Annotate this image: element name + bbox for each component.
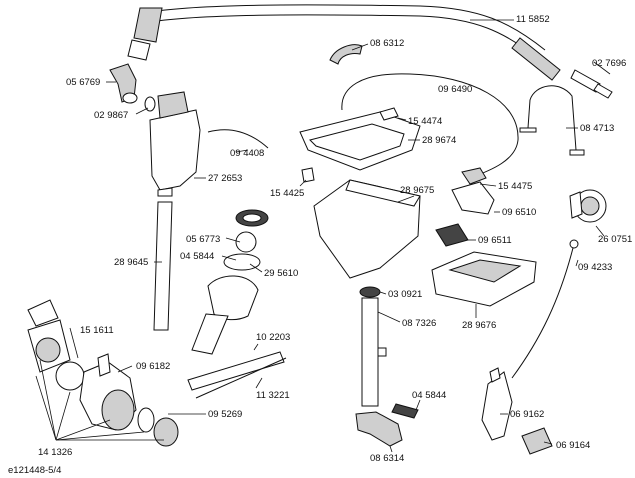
valve-15-4475 bbox=[461, 167, 487, 185]
label-11-3221: 11 3221 bbox=[256, 390, 290, 401]
hose-end-piece bbox=[570, 69, 613, 99]
label-09-4408: 09 4408 bbox=[230, 148, 264, 159]
label-28-9676: 28 9676 bbox=[462, 320, 496, 331]
label-15-4475: 15 4475 bbox=[498, 181, 532, 192]
label-05-6769: 05 6769 bbox=[66, 77, 100, 88]
label-02-9867: 02 9867 bbox=[94, 110, 128, 121]
label-11-5852: 11 5852 bbox=[516, 14, 550, 25]
label-26-0751: 26 0751 bbox=[598, 234, 632, 245]
part-06-9164 bbox=[521, 427, 553, 455]
detergent-drawer bbox=[431, 251, 537, 307]
label-08-6312: 08 6312 bbox=[370, 38, 404, 49]
label-09-6510: 09 6510 bbox=[502, 207, 536, 218]
hose-holder-bracket bbox=[519, 85, 585, 156]
bracket-09-6510 bbox=[451, 181, 495, 215]
part-labels: 11 5852 08 6312 02 7696 05 6769 09 6490 … bbox=[8, 14, 632, 476]
label-28-9645: 28 9645 bbox=[114, 257, 148, 268]
small-connector bbox=[569, 239, 579, 249]
label-15-1611: 15 1611 bbox=[80, 325, 114, 336]
label-09-6490: 09 6490 bbox=[438, 84, 472, 95]
clip-15-4474 bbox=[379, 107, 399, 121]
label-28-9675: 28 9675 bbox=[400, 185, 434, 196]
label-15-4425: 15 4425 bbox=[270, 188, 304, 199]
mounting-bracket bbox=[481, 367, 513, 441]
label-08-7326: 08 7326 bbox=[402, 318, 436, 329]
label-04-5844-upper: 04 5844 bbox=[180, 251, 214, 262]
label-10-2203: 10 2203 bbox=[256, 332, 290, 343]
label-09-6511: 09 6511 bbox=[478, 235, 512, 246]
hose-vertical bbox=[153, 201, 173, 331]
tube-09-4408 bbox=[207, 129, 269, 149]
label-08-4713: 08 4713 bbox=[580, 123, 614, 134]
pressure-switch bbox=[569, 189, 607, 223]
label-09-6182: 09 6182 bbox=[136, 361, 170, 372]
diagram-id: e121448-5/4 bbox=[8, 465, 61, 476]
label-05-6773: 05 6773 bbox=[186, 234, 220, 245]
pump-housing bbox=[27, 299, 179, 447]
label-03-0921: 03 0921 bbox=[388, 289, 422, 300]
dispenser-housing bbox=[313, 179, 421, 279]
dispenser-cover bbox=[299, 111, 421, 171]
drain-elbow bbox=[355, 403, 419, 447]
label-04-5844-lower: 04 5844 bbox=[412, 390, 446, 401]
clip-15-4425 bbox=[301, 167, 315, 183]
label-06-9162: 06 9162 bbox=[510, 409, 544, 420]
label-15-4474: 15 4474 bbox=[408, 116, 442, 127]
bellows-hose bbox=[191, 209, 269, 355]
part-09-6511 bbox=[435, 223, 469, 247]
label-27-2653: 27 2653 bbox=[208, 173, 242, 184]
hose-elbow bbox=[109, 63, 138, 104]
reservoir-tank bbox=[149, 91, 201, 197]
wire-11-3221 bbox=[195, 357, 287, 399]
sealing-ring bbox=[144, 96, 156, 112]
tube-09-4233 bbox=[511, 243, 575, 379]
label-08-6314: 08 6314 bbox=[370, 453, 404, 464]
thin-tube bbox=[341, 73, 519, 179]
drain-pipe-vertical bbox=[359, 286, 387, 407]
label-14-1326: 14 1326 bbox=[38, 447, 72, 458]
label-06-9164: 06 9164 bbox=[556, 440, 590, 451]
label-29-5610: 29 5610 bbox=[264, 268, 298, 279]
leader-lines bbox=[35, 19, 611, 453]
drain-hose-long bbox=[127, 4, 561, 81]
label-09-4233: 09 4233 bbox=[578, 262, 612, 273]
hose-10-2203 bbox=[187, 351, 285, 391]
label-28-9674: 28 9674 bbox=[422, 135, 456, 146]
label-02-7696: 02 7696 bbox=[592, 58, 626, 69]
label-09-5269: 09 5269 bbox=[208, 409, 242, 420]
